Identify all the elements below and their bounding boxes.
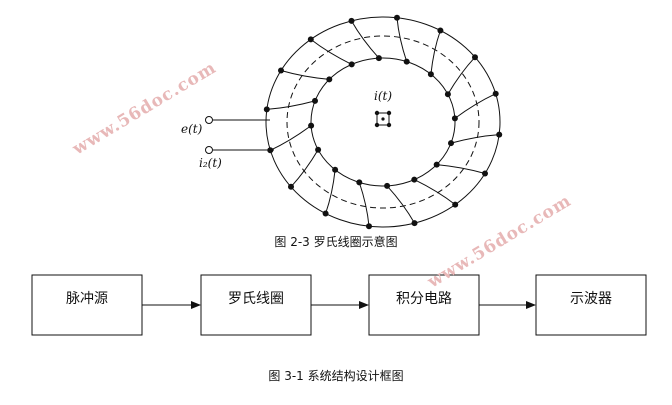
winding-dot-inner — [444, 91, 451, 98]
svg-text:积分电路: 积分电路 — [396, 291, 452, 307]
winding-dot-outer — [411, 220, 418, 227]
winding-turn — [447, 56, 476, 95]
winding-dot-inner — [312, 97, 318, 104]
winding-turn — [454, 93, 496, 119]
winding-dot-outer — [437, 27, 444, 34]
winding-dot-inner — [375, 55, 382, 62]
winding-dot-inner — [451, 115, 458, 122]
rogowski-coil — [265, 16, 501, 228]
winding-turn — [280, 70, 330, 80]
current-label: i(t) — [374, 89, 392, 103]
winding-dot-outer — [263, 106, 270, 113]
winding-dot-inner — [448, 140, 454, 147]
svg-text:示波器: 示波器 — [570, 291, 612, 307]
terminal-emf — [205, 116, 213, 124]
winding-turn — [358, 182, 370, 227]
winding-dot-inner — [403, 58, 410, 65]
winding-turn — [310, 39, 352, 65]
winding-turn — [450, 134, 500, 144]
emf-label: e(t) — [181, 122, 203, 136]
i2-label: i₂(t) — [199, 156, 222, 170]
winding-turn — [270, 125, 312, 151]
winding-turn — [351, 20, 380, 59]
winding-turn — [430, 30, 441, 75]
winding-dot-inner — [356, 179, 363, 186]
winding-dot-outer — [366, 223, 372, 230]
block-diagram-caption: 图 3-1 系统结构设计框图 — [268, 368, 403, 383]
winding-dot-outer — [482, 170, 488, 177]
winding-dot-inner — [308, 122, 315, 129]
winding-dot-inner — [348, 61, 355, 68]
block-rogowski-coil: 罗氏线圈 — [200, 274, 312, 336]
winding-dot-outer — [496, 131, 503, 138]
winding-dot-outer — [394, 14, 400, 21]
winding-turn — [414, 179, 456, 205]
svg-text:脉冲源: 脉冲源 — [66, 291, 108, 307]
block-integrator-circuit: 积分电路 — [368, 274, 480, 336]
winding-dot-outer — [472, 54, 478, 61]
winding-dot-inner — [315, 146, 322, 153]
coil-leads — [205, 116, 274, 154]
winding-dot-outer — [288, 183, 294, 190]
winding-turn — [396, 17, 408, 62]
winding-turn — [386, 185, 415, 224]
svg-text:罗氏线圈: 罗氏线圈 — [228, 291, 284, 307]
watermark-left: www.56doc.com — [68, 58, 220, 160]
torus-inner-ring — [310, 57, 456, 187]
winding-dot-inner — [411, 176, 418, 183]
flow-arrow-1 — [142, 301, 201, 309]
winding-turn — [436, 164, 486, 174]
flow-arrow-3 — [479, 301, 536, 309]
winding-dot-outer — [348, 17, 355, 24]
winding-turn — [290, 149, 319, 188]
winding-dot-outer — [322, 210, 329, 217]
winding-turn — [266, 100, 316, 110]
flow-arrow-2 — [311, 301, 369, 309]
winding-dot-outer — [278, 67, 284, 74]
winding-dot-inner — [326, 76, 333, 83]
winding-dot-outer — [492, 90, 499, 97]
coil-figure-caption: 图 2-3 罗氏线圈示意图 — [274, 234, 397, 249]
coil-windings — [263, 14, 503, 230]
winding-dot-inner — [433, 161, 440, 168]
block-pulse-source: 脉冲源 — [31, 274, 143, 336]
center-conductor-symbol — [374, 110, 392, 128]
torus-mean-path — [286, 35, 480, 209]
winding-dot-inner — [332, 166, 339, 173]
winding-dot-outer — [307, 36, 314, 43]
winding-dot-inner — [384, 182, 391, 189]
block-oscilloscope: 示波器 — [535, 274, 647, 336]
winding-dot-outer — [452, 201, 459, 208]
winding-dot-inner — [427, 71, 434, 78]
block-diagram: 脉冲源 罗氏线圈 积分电路 示波器 — [31, 274, 647, 336]
terminal-i2 — [205, 146, 213, 154]
torus-outer-ring — [265, 16, 501, 228]
winding-turn — [325, 169, 336, 214]
